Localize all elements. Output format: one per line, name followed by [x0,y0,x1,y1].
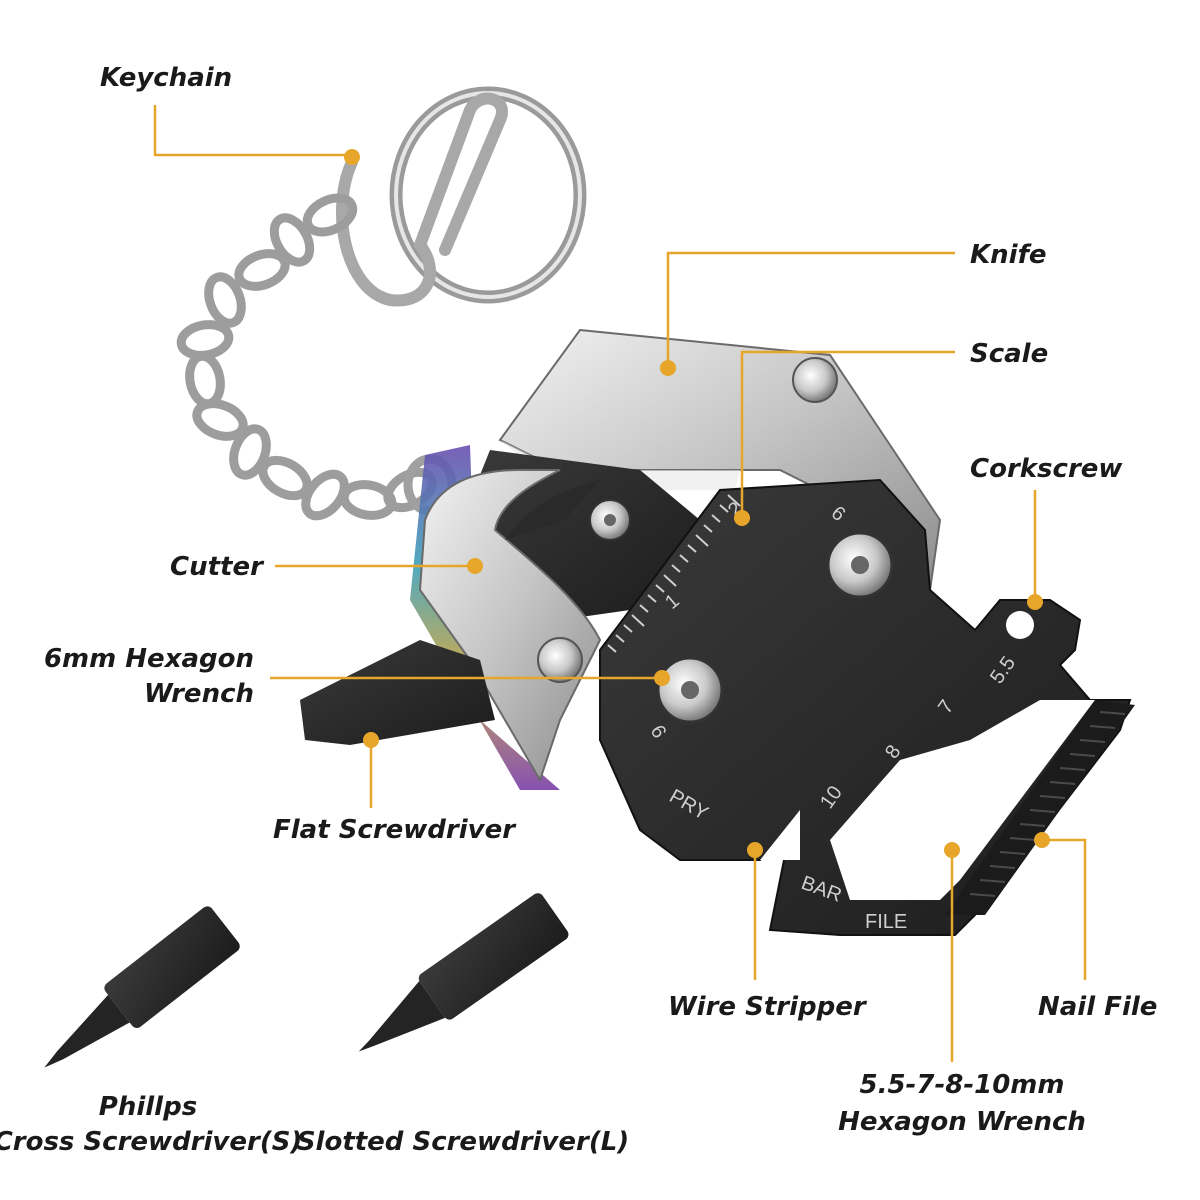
phillips-bit [44,906,240,1068]
leader-knife [666,251,955,368]
dot-wire-stripper [747,842,763,858]
label-phillips-line1: Phillps [99,1092,197,1122]
label-phillips-line2: Cross Screwdriver(S) [0,1127,302,1157]
corkscrew-notch [1006,611,1034,639]
label-cutter: Cutter [170,552,265,582]
dot-flat-screwdriver [363,732,379,748]
label-flat-screwdriver: Flat Screwdriver [273,815,517,845]
label-hexwrench-line2: Hexagon Wrench [838,1107,1086,1137]
leader-keychain [153,105,352,157]
dot-corkscrew [1027,594,1043,610]
wire-stripper-notch [760,810,800,860]
hex-wrench-opening [830,700,1095,900]
dot-nail-file [1034,832,1050,848]
dot-cutter [467,558,483,574]
dot-hex6 [654,670,670,686]
label-nail-file: Nail File [1038,992,1157,1022]
dot-hexwrench [944,842,960,858]
chain [176,193,437,521]
engraving-file: FILE [865,911,907,933]
leader-nail-file [1042,838,1087,980]
dot-scale [734,510,750,526]
cutter-blade [418,469,602,783]
label-hexwrench-line1: 5.5-7-8-10mm [860,1070,1065,1100]
bolt-top-right [792,357,838,403]
leader-scale [740,350,955,518]
dot-knife [660,360,676,376]
labels: Keychain Knife Scale Corkscrew Cutter 6m… [0,63,1157,1157]
inner-black-plate [470,450,700,620]
label-slotted: Slotted Screwdriver(L) [297,1127,629,1157]
label-hex6-line2: Wrench [144,679,254,709]
label-corkscrew: Corkscrew [970,454,1123,484]
nail-file [945,700,1135,915]
keychain-assembly [176,86,587,521]
label-keychain: Keychain [100,63,232,93]
bolt-left [537,637,583,683]
leader-lines [153,105,1087,1062]
snap-clip [336,92,508,307]
label-wire-stripper: Wire Stripper [668,992,868,1022]
label-hex6-line1: 6mm Hexagon [44,644,254,674]
flat-screwdriver-tip [300,640,495,745]
scale-ruler [607,494,741,653]
slotted-bit [358,893,569,1052]
bolts [537,357,894,724]
label-knife: Knife [970,240,1047,270]
dot-keychain [344,149,360,165]
cutter-hook [505,480,600,540]
label-scale: Scale [970,339,1048,369]
